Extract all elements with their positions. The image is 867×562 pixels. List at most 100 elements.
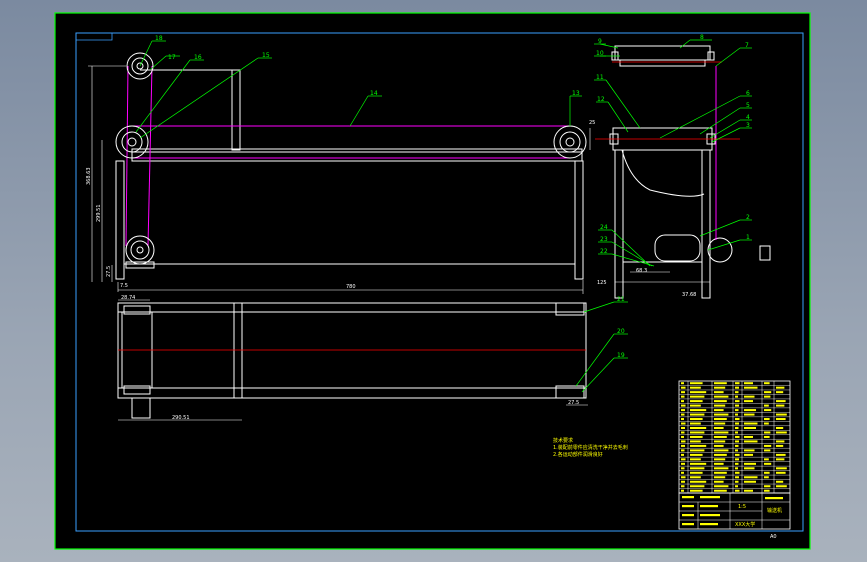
parts-list-cell-text [776,391,784,394]
balloon-19: 19 [617,352,625,359]
balloon-11: 11 [596,74,604,81]
parts-list-cell-text [681,413,685,416]
balloon-12: 12 [597,96,605,103]
parts-list-cell-text [690,489,703,492]
parts-list-cell-text [735,418,740,421]
dim-side-left: 125 [597,280,607,286]
balloon-9: 9 [598,38,602,45]
parts-list-cell-text [764,476,769,479]
corner-label-box [76,33,113,41]
parts-list-cell-text [735,431,738,434]
parts-list-cell-text [714,418,727,421]
parts-list-cell-text [764,404,769,407]
parts-list-cell-text [690,382,703,385]
dim-overall-height: 368.63 [86,168,92,186]
parts-list-cell-text [690,422,701,425]
parts-list-cell-text [776,413,787,416]
parts-list-cell-text [764,435,770,438]
parts-list-cell-text [764,458,769,461]
belt [125,65,570,247]
parts-list-cell-text [744,489,753,492]
side-dimensions [589,128,710,283]
balloon-24: 24 [600,224,608,231]
parts-list-cell-text [744,476,758,479]
parts-list-cell-text [690,391,707,394]
parts-list-cell-text [735,395,738,398]
dim-side-shaft: 25 [589,120,595,126]
side-shaft-detail [759,245,771,261]
parts-list-cell-text [681,427,685,429]
parts-list-cell-text [714,435,727,438]
side-belts [621,66,717,240]
parts-list-cell-text [690,467,705,470]
parts-list-cell-text [690,480,707,483]
parts-list-cell-text [776,431,787,434]
balloon-13: 13 [572,90,580,97]
balloon-numbers: 18 17 16 15 14 13 8 7 9 10 11 12 6 5 4 3… [155,34,750,359]
balloon-6: 6 [746,90,750,97]
title-company: XXX大学 [735,521,755,528]
parts-list-cell-text [714,404,726,407]
parts-list-cell-text [681,462,685,465]
balloon-10: 10 [596,50,604,57]
dim-inner-height: 299.51 [96,205,102,223]
dim-overall-length: 780 [346,284,356,290]
parts-list-cell-text [690,418,703,421]
parts-list-cell-text [714,391,724,394]
motor-sprocket [125,235,155,269]
balloon-14: 14 [370,90,378,97]
plan-dimensions [118,299,588,421]
parts-list-cell-text [690,400,703,403]
parts-list-cell-text [776,471,786,474]
dim-leg-offset: 27.5 [106,266,112,277]
parts-list-cell-text [690,440,701,443]
parts-list-cell-text [714,480,724,483]
parts-list-cell-text [735,480,739,483]
title-block-cell-text [682,505,694,508]
parts-list-cell-text [744,435,753,438]
balloon-3: 3 [746,122,750,129]
parts-list-cell-text [744,386,758,389]
parts-list-cell-text [776,440,785,443]
plan-motor-mount [131,397,151,419]
front-dimensions [88,65,584,294]
parts-list-cell-text [735,400,740,403]
parts-list-cell-text [690,413,705,416]
parts-list-cell-text [744,409,756,412]
dim-leg-small: 7.5 [120,283,128,289]
balloon-1: 1 [746,234,750,241]
parts-list-cell-text [735,409,739,412]
parts-list-cell-text [714,476,726,479]
parts-list-cell-text [714,449,729,452]
notes-line-2: 2.各运动部件润滑良好 [553,451,603,458]
parts-list-cell-text [714,458,726,461]
parts-list-cell-text [744,382,753,385]
parts-list-cell-text [776,467,787,470]
parts-list-cell-text [690,471,703,474]
parts-list-cell-text [714,462,724,465]
parts-list-cell-text [681,449,685,452]
parts-list-cell-text [681,382,684,385]
parts-list-cell-text [735,476,739,479]
pulleys [115,52,587,269]
front-frame-beam [131,148,583,162]
parts-list-cell-text [744,453,753,456]
drive-pulley [115,125,149,159]
parts-list-cell-text [714,453,727,456]
parts-list-cell-text [681,444,685,447]
chain-left-run [125,65,129,247]
parts-list-cell-text [735,427,739,429]
parts-list-cell-text [744,413,755,416]
inner-frame [75,32,804,532]
tail-pulley [553,125,587,159]
parts-list-cell-text [764,489,770,492]
parts-list-cell-text [776,418,786,421]
parts-list-cell-text [735,386,739,389]
parts-list-cell-text [690,453,703,456]
parts-list-cell-text [714,471,727,474]
parts-list-cell-text [714,413,729,416]
leader-lines [135,39,752,393]
parts-list-cell-text [714,382,727,385]
parts-list-cell-text [776,485,787,488]
